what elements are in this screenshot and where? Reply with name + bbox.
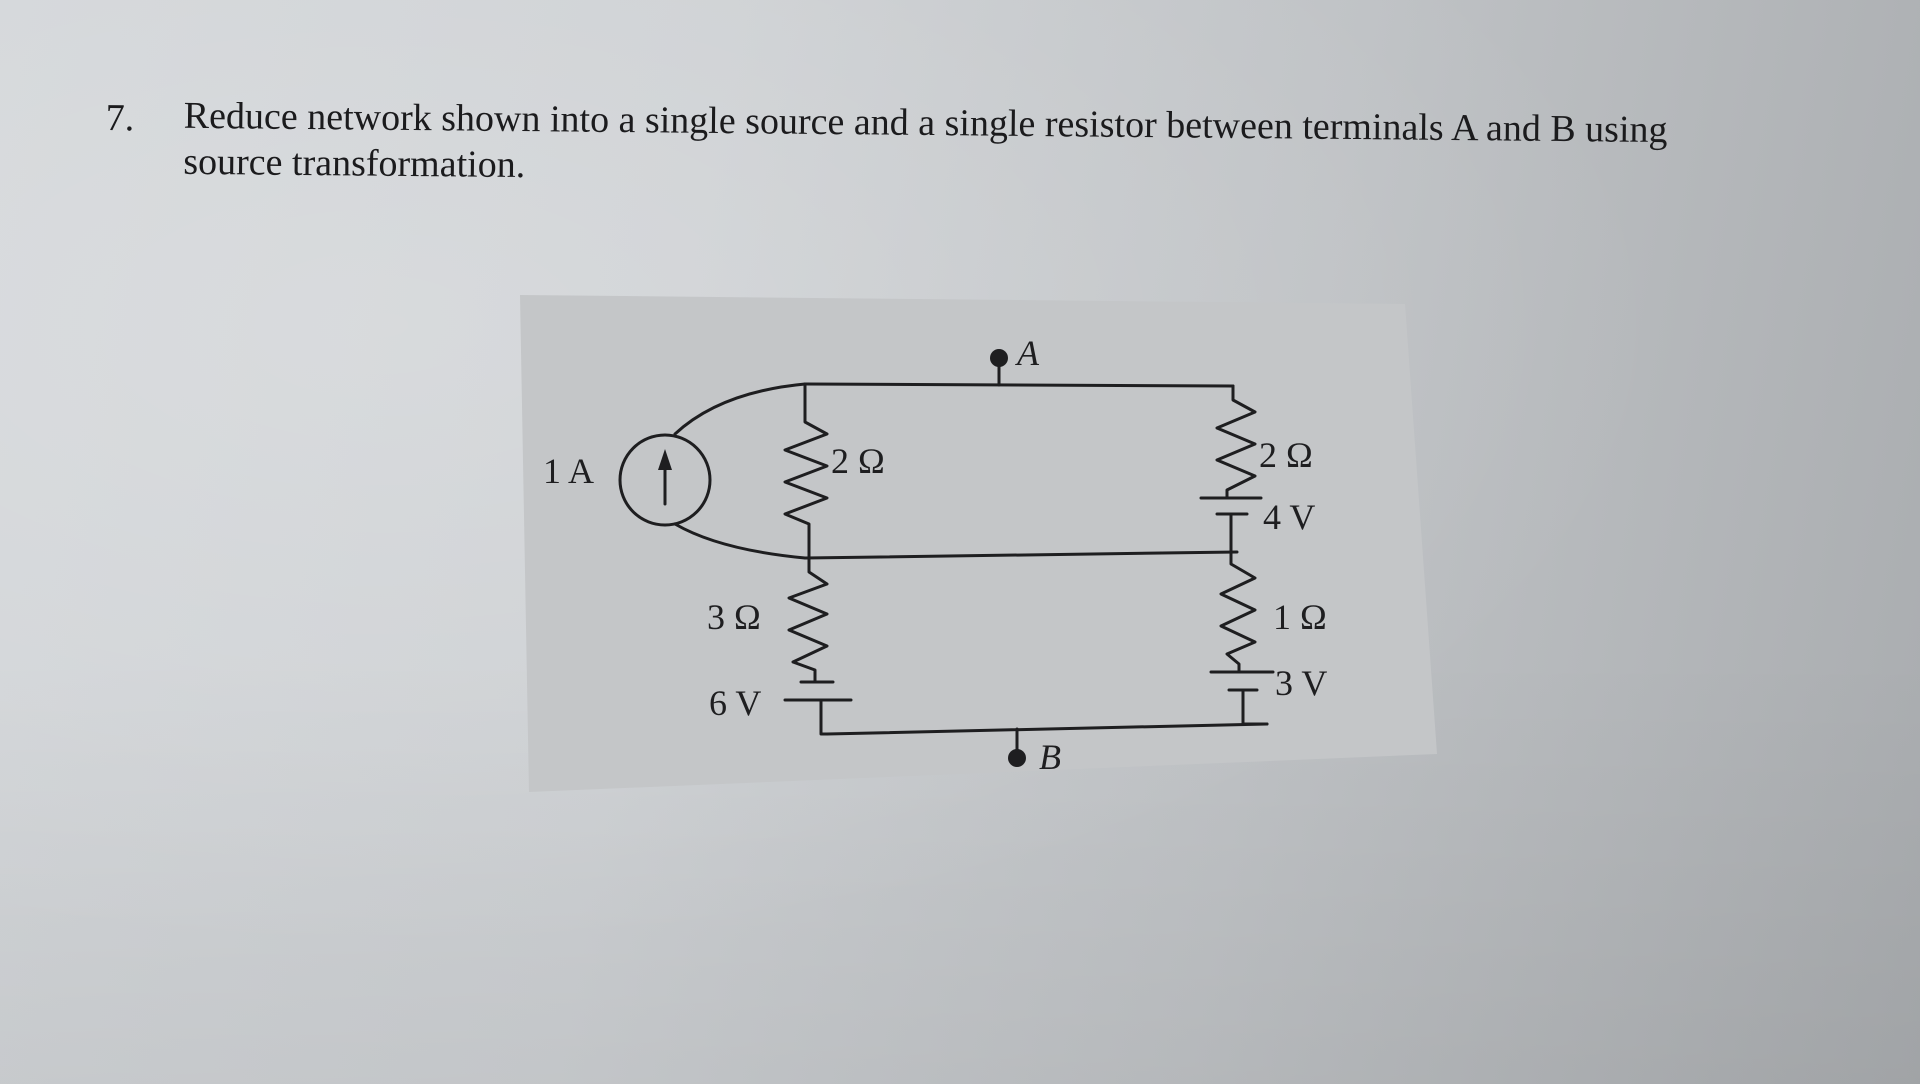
- middle-wire: [803, 550, 1239, 560]
- right-resistor-2ohm: [1215, 384, 1257, 500]
- terminal-b-dot[interactable]: [1008, 749, 1026, 767]
- terminal-b-label: B: [1039, 737, 1061, 777]
- question-text: Reduce network shown into a single sourc…: [183, 93, 1884, 201]
- battery-3v-label: 3 V: [1275, 663, 1328, 703]
- current-source-circle: [618, 433, 712, 527]
- current-source-label: 1 A: [543, 451, 595, 491]
- diagram-background: [520, 295, 1437, 792]
- current-source-top-lead: [673, 382, 807, 436]
- left-resistor-2ohm: [783, 382, 829, 560]
- circuit-diagram: 1 A 2 Ω 3 Ω 6 V 2 Ω 4 V 1 Ω 3 V A B: [515, 292, 1440, 797]
- top-wire: [803, 382, 1235, 388]
- bottom-wire: [825, 722, 1269, 736]
- left-resistor-3ohm-label: 3 Ω: [707, 597, 761, 637]
- battery-6v-lead: [819, 698, 829, 736]
- battery-3v-lead: [1241, 688, 1269, 726]
- circuit-svg: [520, 295, 1437, 792]
- battery-4v-label: 4 V: [1263, 497, 1316, 537]
- terminal-a-label: A: [1017, 333, 1039, 373]
- right-resistor-2ohm-label: 2 Ω: [1259, 435, 1313, 475]
- right-resistor-1ohm: [1219, 552, 1257, 674]
- left-resistor-2ohm-label: 2 Ω: [831, 441, 885, 481]
- terminal-a-dot[interactable]: [990, 349, 1008, 367]
- right-resistor-1ohm-label: 1 Ω: [1273, 597, 1327, 637]
- question-number: 7.: [105, 97, 135, 140]
- left-resistor-3ohm: [787, 556, 829, 684]
- current-source-bottom-lead: [673, 522, 807, 560]
- battery-6v-label: 6 V: [709, 683, 762, 723]
- current-arrowhead-icon: [658, 449, 672, 470]
- question-block: 7. Reduce network shown into a single so…: [100, 92, 1820, 186]
